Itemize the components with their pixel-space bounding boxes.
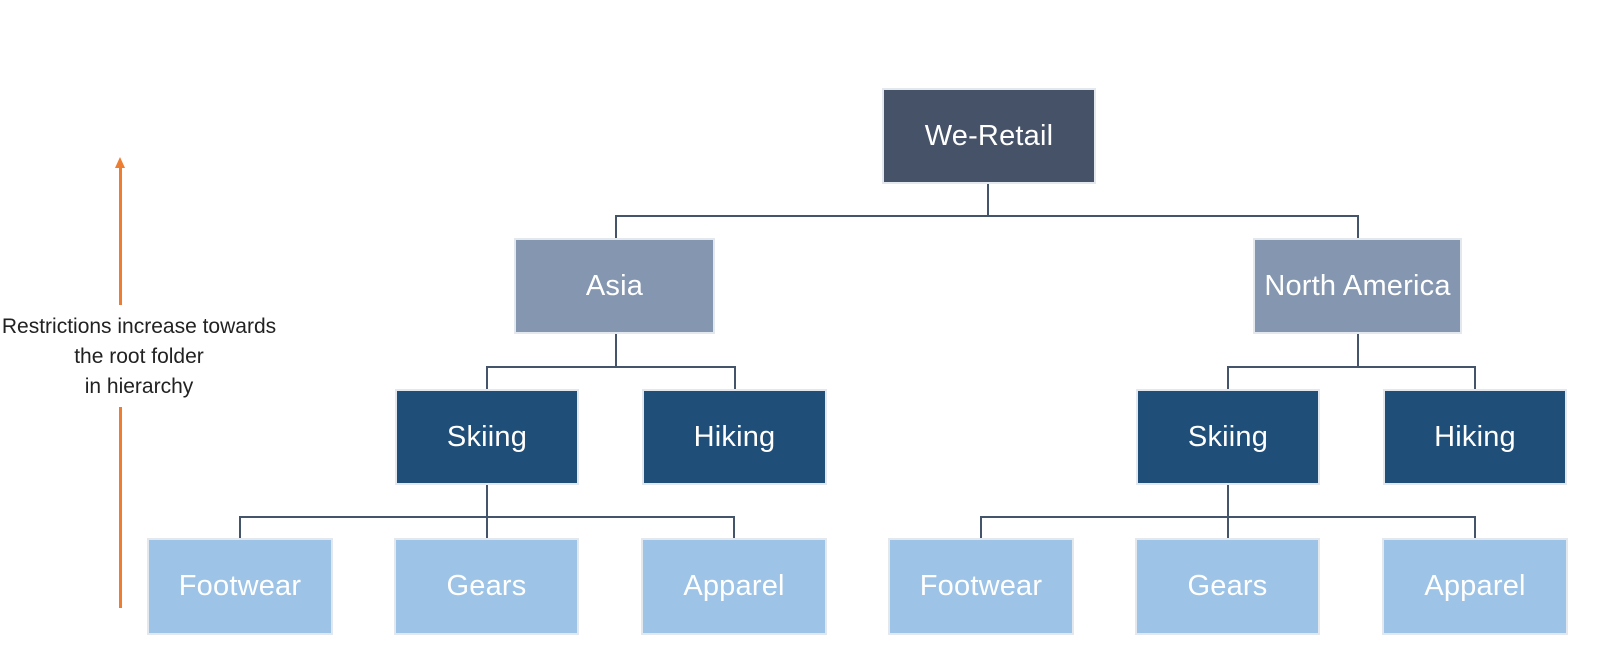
restriction-note-line: in hierarchy — [84, 375, 194, 398]
connector — [1227, 485, 1229, 538]
node-asia: Asia — [514, 238, 715, 334]
connector — [615, 215, 1359, 217]
restriction-note: Restrictions increase towards the root f… — [0, 312, 278, 402]
connector — [486, 366, 488, 389]
node-we-retail: We-Retail — [882, 88, 1096, 184]
connector — [1357, 215, 1359, 238]
node-north-america-skiing-footwear: Footwear — [888, 538, 1074, 635]
connector — [987, 182, 989, 216]
node-north-america: North America — [1253, 238, 1462, 334]
connector — [615, 334, 617, 367]
node-north-america-skiing-apparel: Apparel — [1382, 538, 1568, 635]
connector — [615, 215, 617, 238]
connector — [486, 366, 736, 368]
connector — [486, 485, 488, 538]
connector — [1227, 366, 1476, 368]
connector — [734, 366, 736, 389]
connector — [980, 516, 982, 538]
node-north-america-skiing-gears: Gears — [1135, 538, 1320, 635]
arrow-up-icon — [115, 157, 125, 168]
node-north-america-hiking: Hiking — [1383, 389, 1567, 485]
node-asia-skiing-footwear: Footwear — [147, 538, 333, 635]
restriction-note-line: Restrictions increase towards — [1, 315, 277, 338]
connector — [1474, 516, 1476, 538]
node-north-america-skiing: Skiing — [1136, 389, 1320, 485]
node-asia-skiing: Skiing — [395, 389, 579, 485]
connector — [239, 516, 735, 518]
node-asia-hiking: Hiking — [642, 389, 827, 485]
arrow-shaft-upper — [119, 166, 122, 305]
restriction-note-line: the root folder — [74, 345, 204, 368]
node-asia-skiing-gears: Gears — [394, 538, 579, 635]
connector — [733, 516, 735, 538]
connector — [239, 516, 241, 538]
connector — [1474, 366, 1476, 389]
node-asia-skiing-apparel: Apparel — [641, 538, 827, 635]
connector — [1357, 334, 1359, 367]
connector — [980, 516, 1476, 518]
connector — [1227, 366, 1229, 389]
arrow-shaft-lower — [119, 407, 122, 608]
